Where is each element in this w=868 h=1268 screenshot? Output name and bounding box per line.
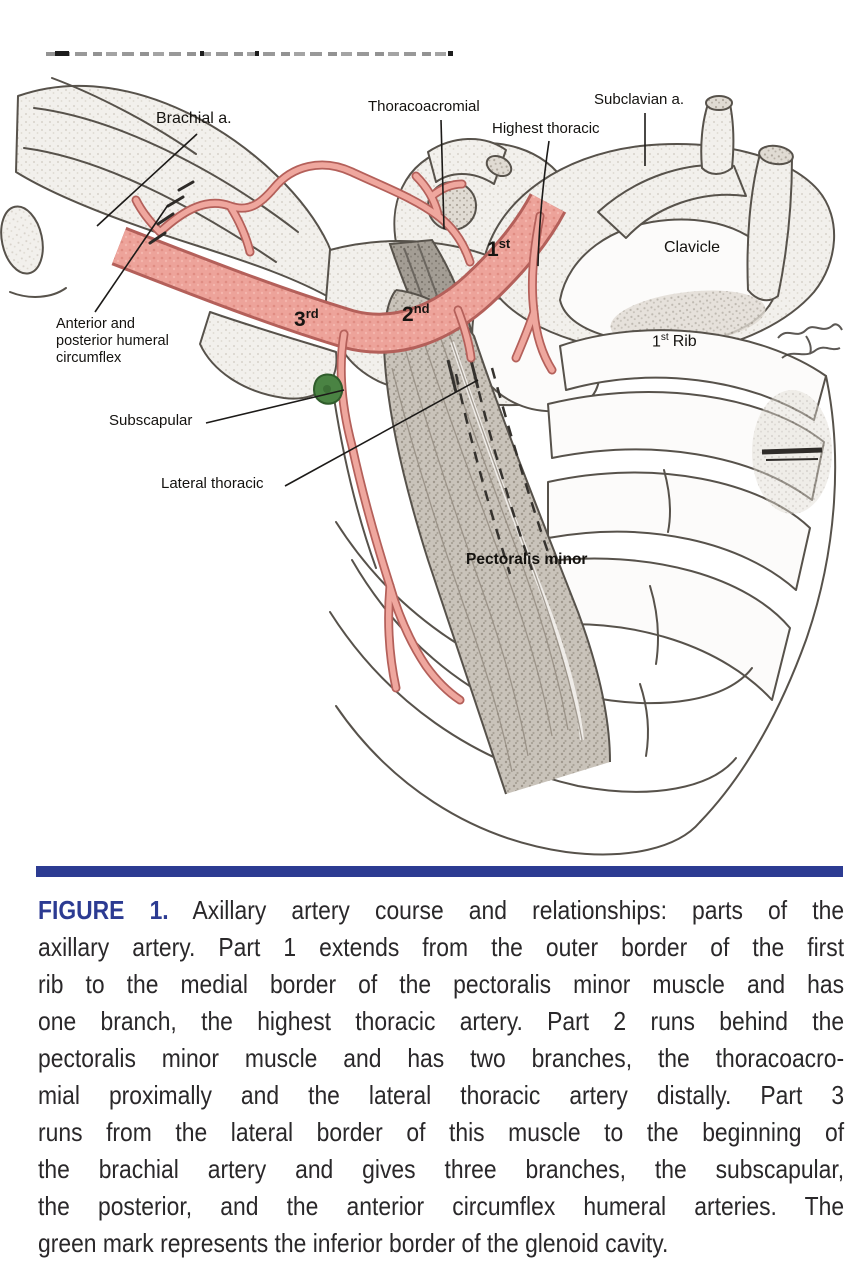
label-part-3: 3rd (294, 306, 319, 331)
axillary-artery (111, 160, 567, 705)
label-part-1: 1st (487, 236, 511, 261)
caption-line: runs from the lateral border of this mus… (38, 1117, 845, 1147)
label-humeral-circumflex: Anterior and posterior humeral circumfle… (56, 316, 169, 367)
sketch-smudge (761, 447, 823, 461)
clipped-text-remnant (200, 51, 204, 56)
figure-number: FIGURE 1. (38, 895, 169, 925)
label-lateral-thoracic: Lateral thoracic (161, 475, 264, 492)
figure-1-anatomical-drawing: Brachial a. Thoracoacromial Subclavian a… (0, 77, 843, 856)
clipped-text-remnant (55, 51, 69, 56)
caption-line: axillary artery. Part 1 extends from the… (38, 932, 845, 962)
green-mark (312, 373, 344, 405)
label-brachial-artery: Brachial a. (156, 110, 232, 127)
caption-rule-bar (36, 866, 843, 877)
caption-line: the posterior, and the anterior circumfl… (38, 1191, 845, 1221)
label-subscapular: Subscapular (109, 412, 193, 429)
figure-caption: FIGURE 1. Axillary artery course and rel… (38, 892, 844, 1262)
dashed-nerve-lines (454, 367, 554, 575)
caption-line: FIGURE 1. Axillary artery course and rel… (38, 895, 845, 925)
caption-line: one branch, the highest thoracic artery.… (38, 1006, 845, 1036)
clipped-text-remnant (255, 51, 259, 56)
label-clavicle: Clavicle (664, 239, 721, 256)
label-pectoralis-minor: Pectoralis minor (466, 551, 588, 568)
caption-line: rib to the medial border of the pectoral… (38, 969, 845, 999)
label-thoracoacromial: Thoracoacromial (368, 98, 480, 115)
caption-line: mial proximally and the lateral thoracic… (38, 1080, 845, 1110)
anatomical-sketch (0, 77, 843, 856)
leader-lines (94, 113, 646, 487)
artist-signature (777, 323, 843, 359)
clipped-text-remnant (448, 51, 453, 56)
label-part-2: 2nd (402, 301, 430, 326)
label-highest-thoracic: Highest thoracic (492, 120, 600, 137)
dashed-marks (148, 180, 195, 245)
label-subclavian-artery: Subclavian a. (594, 91, 685, 108)
caption-line: pectoralis minor muscle and has two bran… (38, 1043, 845, 1073)
caption-line: the brachial artery and gives three bran… (38, 1154, 845, 1184)
caption-line: green mark represents the inferior borde… (38, 1228, 669, 1258)
clipped-text-remnant (46, 52, 446, 56)
